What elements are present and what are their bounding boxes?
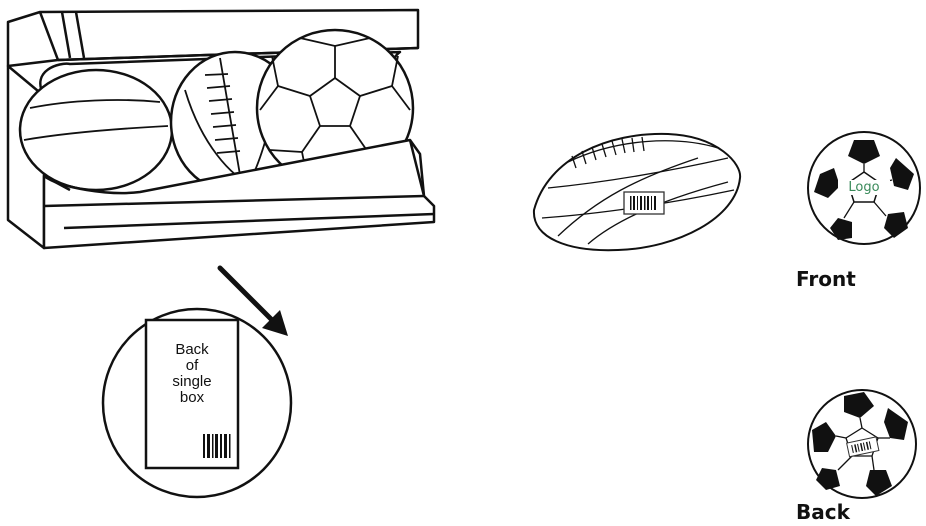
box-label-line-2: of [146, 358, 238, 374]
box-label-line-1: Back [146, 342, 238, 358]
football-icon [528, 118, 748, 268]
box-back-zoom-icon: Back of single box [100, 306, 294, 500]
back-caption: Back [796, 500, 850, 524]
box-label-line-3: single [146, 374, 238, 390]
logo-text: Logo [838, 180, 890, 195]
box-back-label: Back of single box [146, 342, 238, 432]
front-caption: Front [796, 267, 856, 291]
box-label-line-4: box [146, 390, 238, 406]
soccer-ball-back-icon [804, 386, 920, 502]
ball-display-box-icon [0, 0, 440, 265]
soccer-ball-front-icon: Logo [804, 128, 924, 248]
barcode-icon [203, 434, 231, 458]
